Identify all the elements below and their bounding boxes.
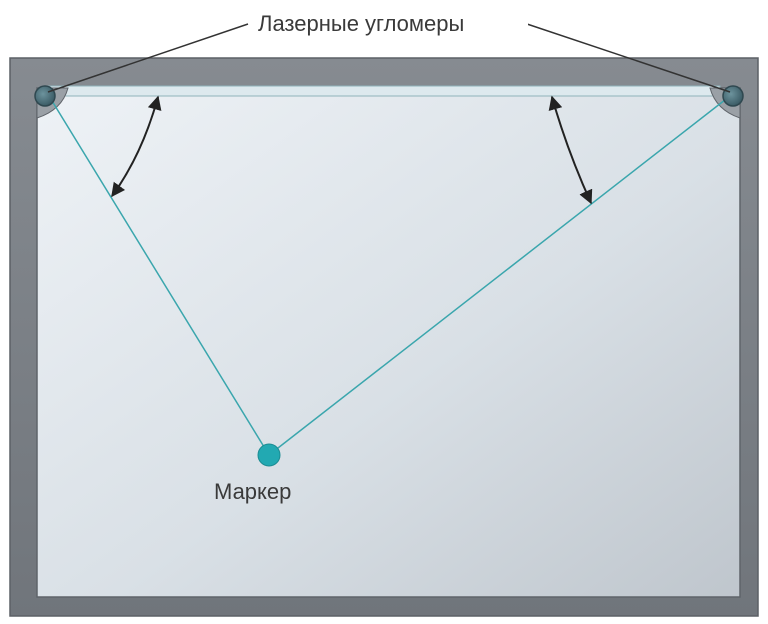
marker-label: Маркер [214, 479, 291, 504]
laser-angle-meters-label: Лазерные угломеры [258, 11, 464, 36]
left-leader-line [47, 23, 249, 93]
left-laser-sensor [34, 85, 56, 107]
top-rail [47, 85, 721, 97]
screen-surface [36, 87, 741, 598]
right-laser-sensor [722, 85, 744, 107]
top-label-backdrop [250, 8, 528, 38]
left-angle-arrow [111, 95, 162, 198]
left-laser-line [48, 95, 270, 456]
right-leader-line [526, 23, 731, 93]
right-angle-arrow [548, 95, 593, 205]
marker-dot [257, 443, 281, 467]
right-laser-line [268, 95, 731, 456]
